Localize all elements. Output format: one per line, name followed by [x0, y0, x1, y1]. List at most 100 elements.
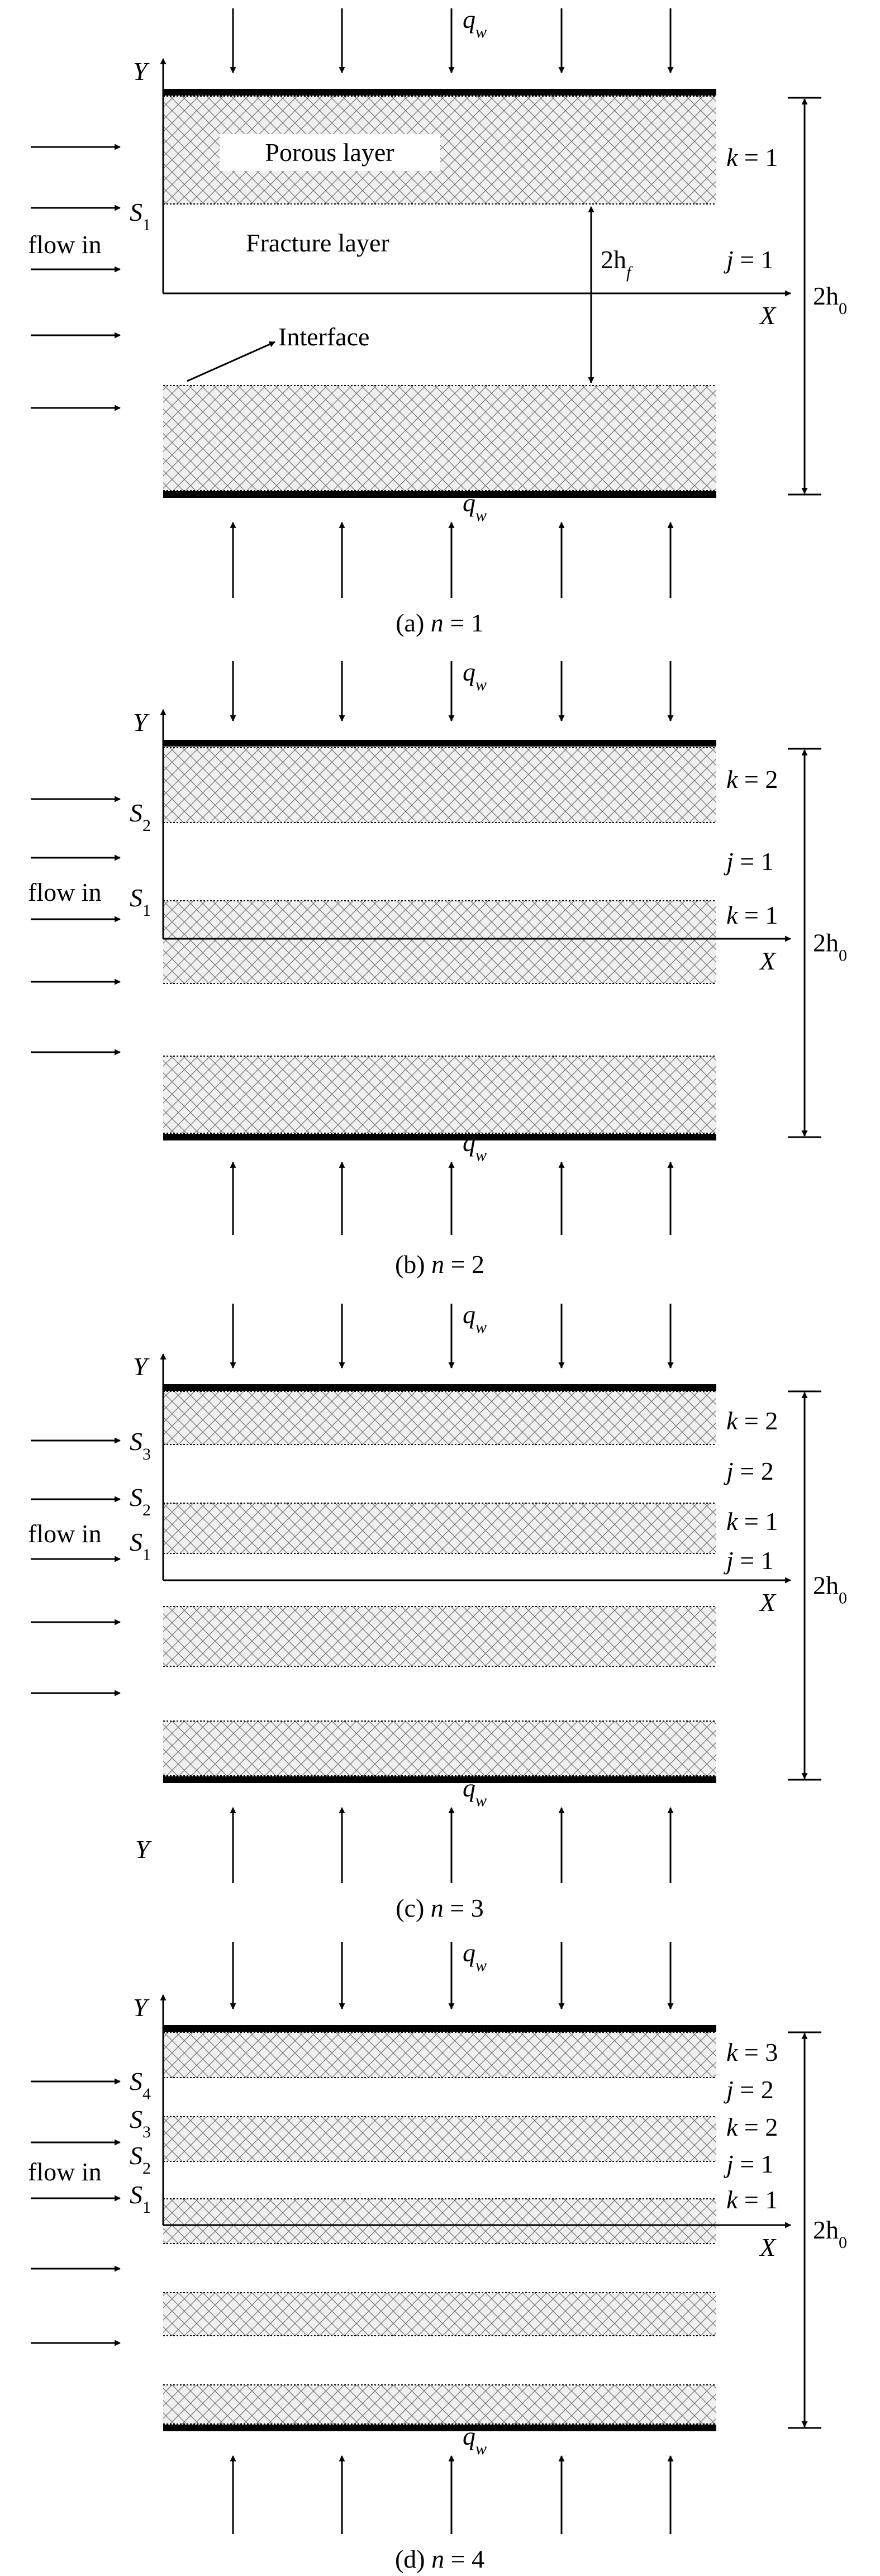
text-part: j: [724, 245, 734, 274]
text-part: j: [724, 1546, 734, 1575]
y-axis-label: Y: [133, 57, 150, 85]
text-part: k: [726, 1406, 739, 1435]
text-part: q: [463, 1938, 475, 1967]
text-part: = 3: [444, 1894, 484, 1922]
porous-layer: [163, 2117, 716, 2161]
text-part: Interface: [278, 322, 369, 351]
subscript-text: 4: [142, 2085, 151, 2103]
text-part: Y: [133, 57, 150, 85]
text-part: S: [130, 198, 142, 226]
heat-flux-label-bottom: qw: [463, 2422, 487, 2458]
porous-layer: [163, 1607, 716, 1666]
thickness-label: 2h0: [813, 1571, 847, 1608]
text-part: = 1: [734, 245, 774, 274]
flow-in-label: flow in: [28, 878, 102, 906]
x-axis-label: X: [759, 1588, 777, 1617]
text-part: = 2: [738, 2113, 778, 2141]
porous-layer: [163, 2199, 716, 2244]
text-part: k: [726, 143, 739, 172]
text-part: n: [431, 609, 444, 637]
text-part: S: [130, 883, 142, 912]
heat-flux-label-bottom: qw: [463, 488, 487, 525]
index-label: k = 3: [726, 2038, 778, 2066]
y-axis-label: Y: [133, 1352, 150, 1381]
surface-label: S1: [130, 1528, 151, 1564]
text-part: 2h: [813, 282, 839, 310]
heat-flux-label-top: qw: [463, 658, 487, 694]
index-label: j = 1: [724, 847, 774, 876]
subscript-text: w: [475, 1318, 487, 1337]
thickness-label: 2h0: [813, 2216, 847, 2252]
text-part: X: [759, 2233, 777, 2261]
porous-layer: [163, 748, 716, 823]
surface-label: S4: [130, 2067, 151, 2103]
text-part: 2h: [601, 245, 626, 274]
text-part: S: [130, 1528, 142, 1556]
subscript-text: w: [475, 23, 487, 41]
subscript-text: 2: [142, 816, 151, 835]
subscript-text: 1: [142, 901, 151, 920]
text-part: X: [759, 947, 777, 975]
text-part: 2h: [813, 1571, 839, 1600]
subscript-text: 0: [839, 2233, 847, 2252]
text-part: Fracture layer: [246, 229, 389, 257]
flow-in-label: flow in: [28, 1519, 102, 1548]
text-part: (b): [395, 1250, 431, 1279]
text-part: k: [726, 2038, 739, 2066]
text-part: S: [130, 2141, 142, 2170]
stray-y-label: Y: [135, 1835, 152, 1864]
text-part: Porous layer: [265, 138, 394, 167]
text-part: = 2: [734, 2075, 774, 2104]
porous-layer: [163, 2293, 716, 2336]
surface-label: S1: [130, 883, 151, 920]
text-part: (d): [395, 2545, 431, 2573]
subscript-text: w: [475, 1956, 487, 1975]
text-part: = 4: [444, 2545, 484, 2573]
text-part: = 1: [738, 143, 778, 172]
text-part: X: [759, 1588, 777, 1617]
subscript-text: 3: [142, 2123, 151, 2141]
subscript-text: 1: [142, 216, 151, 234]
text-part: (a): [396, 609, 431, 637]
text-part: flow in: [28, 1519, 102, 1548]
subscript-text: w: [475, 1791, 487, 1810]
subscript-text: 3: [142, 1445, 151, 1463]
text-part: n: [431, 1894, 444, 1922]
text-part: q: [463, 2422, 475, 2450]
surface-label: S1: [130, 198, 151, 234]
text-part: flow in: [28, 2157, 102, 2186]
heat-flux-label-bottom: qw: [463, 1128, 487, 1165]
text-part: S: [130, 1427, 142, 1456]
subscript-text: f: [626, 263, 633, 282]
text-part: j: [724, 847, 734, 876]
text-part: X: [759, 301, 777, 330]
panel-caption: (d) n = 4: [395, 2545, 484, 2573]
index-label: k = 2: [726, 765, 778, 793]
text-part: q: [463, 1128, 475, 1157]
porous-layer: [163, 1056, 716, 1133]
thickness-label: 2h0: [813, 929, 847, 965]
text-part: 2h: [813, 929, 839, 957]
text-part: = 1: [738, 901, 778, 929]
subscript-text: 2: [142, 1501, 151, 1519]
subscript-text: 2: [142, 2159, 151, 2178]
text-part: S: [130, 1483, 142, 1512]
subscript-text: 0: [839, 1589, 847, 1607]
porous-layer: [163, 1503, 716, 1553]
porous-layer: [163, 1721, 716, 1776]
text-part: = 2: [738, 1406, 778, 1435]
index-label: k = 1: [726, 143, 778, 172]
fracture-layer-label: Fracture layer: [246, 229, 389, 257]
text-part: q: [463, 1774, 475, 1802]
index-label: k = 1: [726, 901, 778, 929]
surface-label: S2: [130, 2141, 151, 2178]
porous-layer-label: Porous layer: [265, 138, 394, 167]
text-part: k: [726, 2185, 739, 2214]
subscript-text: w: [475, 506, 487, 525]
text-part: = 1: [738, 1507, 778, 1536]
text-part: q: [463, 1300, 475, 1329]
